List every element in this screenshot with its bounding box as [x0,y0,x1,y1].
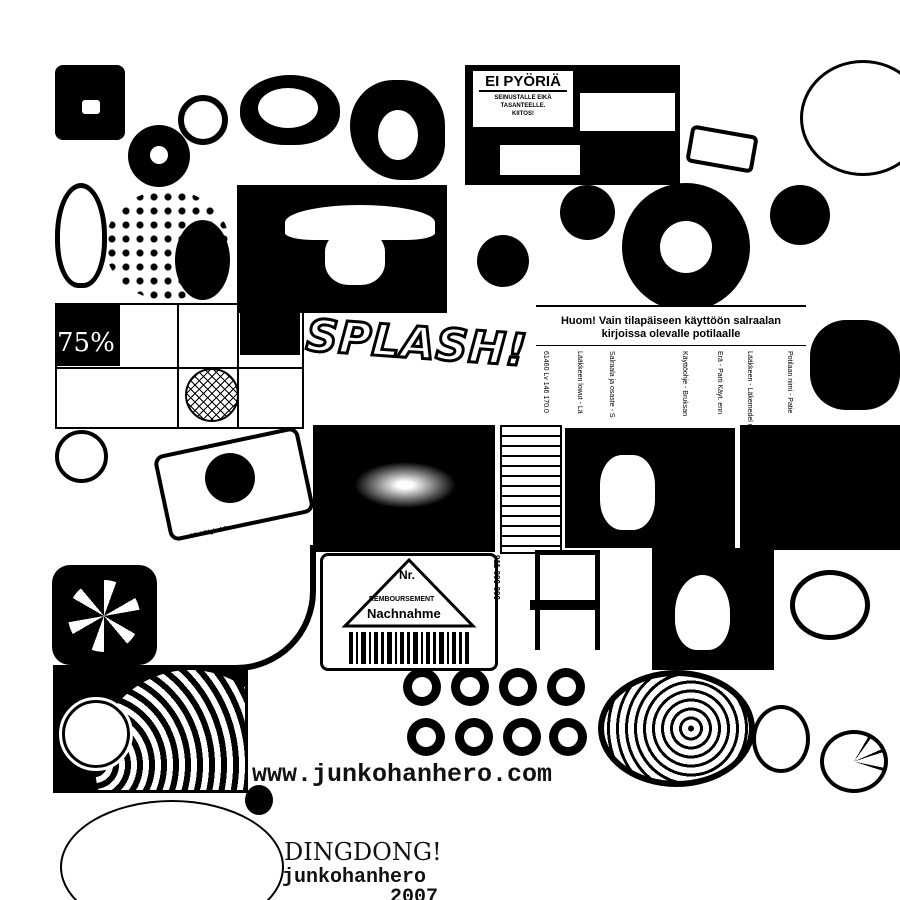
comic-panel-shoe [240,305,300,355]
peach-half-inner [258,88,318,128]
percent-text: 75% [57,328,115,358]
label-column: Erä - Parti Käyt. enn [716,351,723,415]
camera-lens [205,453,255,503]
watch-chain-image [790,570,870,640]
cassette-window [82,100,100,114]
sign-title: EI PYÖRIÄ [479,73,567,92]
label-column: Lääkkeen lowut - Lä [576,351,583,414]
label-heading-line-1: Huom! Vain tilapäiseen käyttöön salraala… [560,315,782,327]
round-object-image [560,185,615,240]
parcel-remboursement: REMBOURSEMENT [369,596,435,603]
website-url: www.junkohanhero.com [252,760,553,789]
record-label [660,221,712,273]
parcel-nachnahme: Nachnahme [367,606,441,621]
tree-image [175,220,230,300]
citrus-image [752,705,810,773]
explosion-burst [350,460,460,510]
parcel-side-code: 911-000-000 [492,555,501,600]
label-column: Potilaan nimi - Patie [786,351,793,414]
seashell-image [598,670,755,787]
dried-flower-image [810,320,900,410]
drain-image [477,235,529,287]
credit-title: DINGDONG! [284,838,442,866]
lemon-slice-image [820,730,888,793]
light-bulb-image [55,183,107,288]
buttons-image [403,668,587,756]
credit-year: 2007 [390,886,439,900]
label-heading-line-2: kirjoissa olevalle potilaalle [601,328,741,340]
label-column: Salraala ja osaste - S [608,351,615,418]
chair-seat [530,600,598,610]
face-highlight [600,455,655,530]
ring-image [178,95,228,145]
bracelet-drawing-image [60,800,284,900]
pepper-half-inner [378,110,418,160]
credit-name: junkohanhero [282,866,427,889]
mobile-phone-image [685,124,759,174]
watch-face [59,697,133,771]
splash-text: SPLASH! [303,309,531,378]
parcel-label: Nr. REMBOURSEMENT Nachnahme [320,553,498,671]
appliance-panel [580,93,675,131]
globe-net-image [185,368,239,422]
prescription-label: Huom! Vain tilapäiseen käyttöön salraala… [536,305,806,491]
key-ring-image [55,430,108,483]
label-column: Käyttöohje - Bruksan [681,351,688,416]
parcel-nr: Nr. [399,568,416,582]
torn-photo-image [740,425,900,550]
sign-subtitle-3: KIITOS! [512,111,534,117]
fan-blades [68,580,140,652]
sign-subtitle-1: SEINUSTALLE EIKÄ [494,95,552,101]
tape-reel-hub [150,146,168,164]
warning-triangle-icon [341,557,477,664]
cable-image [150,545,316,671]
cable-image [800,60,900,176]
tape-roll-image [770,185,830,245]
elevator-sign-image: EI PYÖRIÄ SEINUSTALLE EIKÄ TASANTEELLE. … [465,65,680,185]
skull-head [325,230,385,285]
appliance-door [500,145,580,175]
label-column: Lääkkeen - Läkemedel nimi - namn, lääkem… [746,351,753,491]
sign-plate: EI PYÖRIÄ SEINUSTALLE EIKÄ TASANTEELLE. … [473,71,573,127]
label-column: 61460 Lv 146 170.0 [542,351,549,413]
ticket-image [500,425,562,554]
ink-blot [245,785,273,815]
toilet-bowl [675,575,730,650]
sign-subtitle-2: TASANTEELLE. [500,103,546,109]
